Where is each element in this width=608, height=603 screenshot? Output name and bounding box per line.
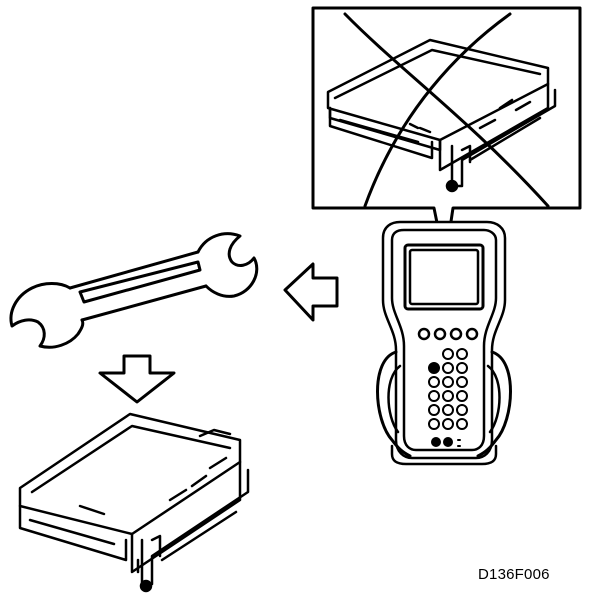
scan-tool-keypad — [428, 348, 468, 447]
arrow-left — [283, 262, 339, 322]
prohibited-x-mark — [343, 12, 550, 208]
arrow-down — [98, 354, 176, 404]
scan-tool — [376, 220, 512, 466]
open-end-wrench-icon — [9, 232, 259, 349]
figure-code: D136F006 — [478, 566, 550, 583]
callout-cartridge-icon — [326, 38, 557, 193]
cartridge-icon — [18, 412, 250, 593]
